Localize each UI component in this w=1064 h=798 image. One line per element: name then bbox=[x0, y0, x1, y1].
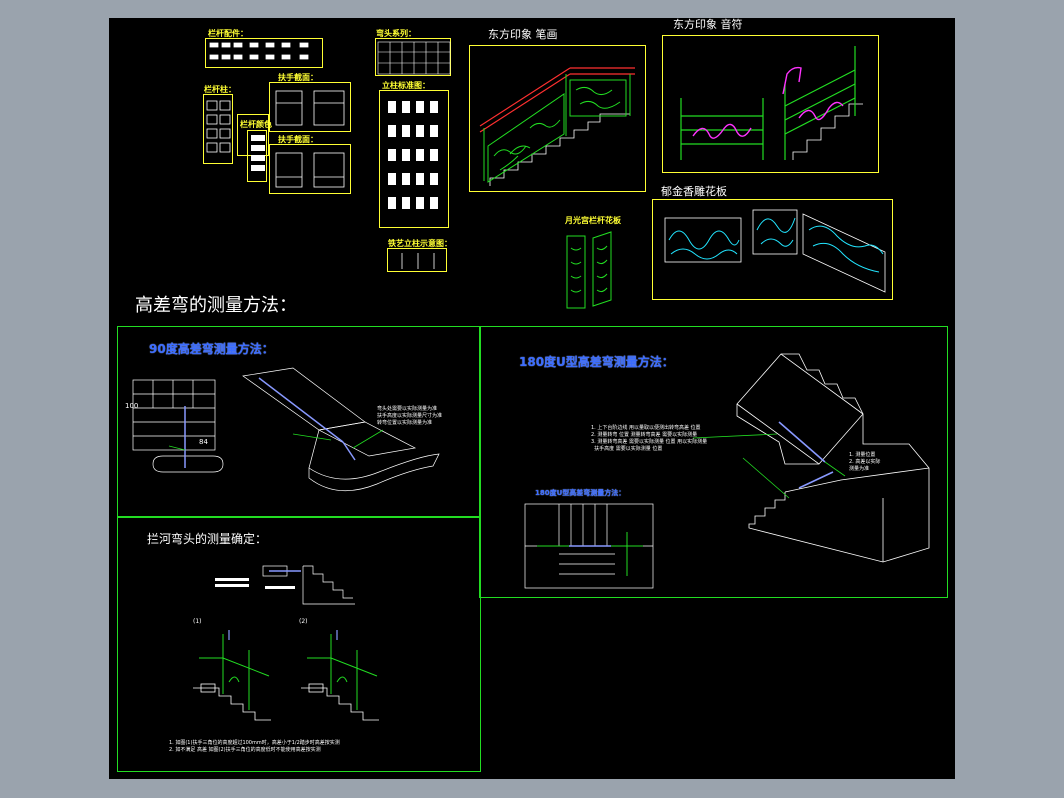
head-top-detail bbox=[215, 565, 355, 605]
balusters-sheet: 栏杆柱： bbox=[203, 85, 236, 164]
note-180b: 1. 测量位置 2. 高差以实际 测量为准 bbox=[849, 452, 881, 472]
balusters-grid bbox=[206, 100, 231, 153]
moon-panel-label: 月光宫栏杆花板 bbox=[565, 216, 621, 225]
frame-180 bbox=[479, 326, 948, 598]
oriental-stroke-title: 东方印象 笔画 bbox=[488, 28, 558, 41]
dim-84: 84 bbox=[199, 438, 208, 446]
frame-90 bbox=[117, 326, 481, 518]
cad-drawing-canvas[interactable]: 栏杆配件： 栏杆柱： 栏杆颜色 bbox=[109, 18, 955, 779]
section-180-drawing bbox=[692, 353, 930, 563]
side-elevation-drawing bbox=[275, 152, 345, 188]
head-types-grid bbox=[377, 41, 451, 75]
section-180-title: 180度U型高差弯测量方法： bbox=[519, 355, 674, 369]
colors-swatches bbox=[251, 135, 265, 171]
section-90-drawing bbox=[132, 367, 440, 492]
tulip-panel: 郁金香雕花板 bbox=[652, 185, 893, 300]
frame-head bbox=[117, 516, 481, 772]
oriental-stroke-drawing bbox=[479, 67, 635, 186]
top-elevation-drawing bbox=[275, 90, 345, 126]
fig2-label: (2) bbox=[299, 618, 308, 625]
balusters-label: 栏杆柱： bbox=[204, 85, 236, 94]
side-elevation-label: 扶手截面： bbox=[278, 135, 318, 144]
oriental-stroke-panel: 东方印象 笔画 bbox=[469, 28, 646, 192]
main-title: 高差弯的测量方法： bbox=[135, 295, 297, 316]
head-types-sheet: 弯头系列： bbox=[375, 29, 451, 76]
section-90-title: 90度高差弯测量方法： bbox=[149, 342, 274, 356]
dim-100: 100 bbox=[125, 402, 139, 410]
oriental-music-drawing bbox=[680, 46, 863, 160]
section-head-title: 拦河弯头的测量确定： bbox=[147, 532, 268, 546]
head-figures bbox=[193, 630, 379, 721]
section-180-subtitle: 180度U型高差弯测量方法： bbox=[535, 489, 626, 497]
note-head-bottom: 1. 如图(1)扶手三角位的高度超过100mm时，高差小于1/2踏步时高差按实测… bbox=[169, 740, 340, 753]
ornaments-drawing bbox=[388, 101, 438, 209]
oriental-music-panel: 东方印象 音符 bbox=[662, 18, 879, 173]
ornaments-label: 立柱标准图： bbox=[382, 81, 430, 90]
ornaments-sheet: 立柱标准图： bbox=[379, 81, 449, 228]
colors-swatch-sheet bbox=[247, 130, 267, 182]
fig1-label: (1) bbox=[193, 618, 202, 625]
note-180: 1. 上下台阶边线 用以量取以便测出转弯高差 位置 2. 测量转弯 位置 测量转… bbox=[591, 425, 708, 452]
iron-art-label: 铁艺立柱示意图： bbox=[388, 239, 452, 248]
note-90: 弯头处需要以实际测量为准 扶手高度以实际测量尺寸为准 转弯位置以实际测量为准 bbox=[377, 406, 443, 426]
accessories-icons bbox=[209, 42, 309, 60]
tulip-panel-title: 郁金香雕花板 bbox=[661, 185, 727, 198]
head-types-label: 弯头系列： bbox=[376, 29, 416, 38]
accessories-sheet: 栏杆配件： bbox=[205, 29, 323, 68]
moon-panel-drawing bbox=[566, 231, 612, 309]
top-elevation-sheet: 扶手截面： bbox=[269, 73, 351, 132]
top-elevation-label: 扶手截面： bbox=[278, 73, 318, 82]
accessories-label: 栏杆配件： bbox=[208, 29, 248, 38]
section-180-plan bbox=[524, 503, 654, 589]
iron-art-sheet: 铁艺立柱示意图： bbox=[387, 239, 452, 272]
side-elevation-sheet: 扶手截面： bbox=[269, 135, 351, 194]
tulip-panel-drawing bbox=[664, 209, 886, 293]
iron-art-drawing bbox=[401, 253, 435, 269]
oriental-music-title: 东方印象 音符 bbox=[673, 18, 743, 31]
colors-label: 栏杆颜色 bbox=[240, 120, 272, 129]
